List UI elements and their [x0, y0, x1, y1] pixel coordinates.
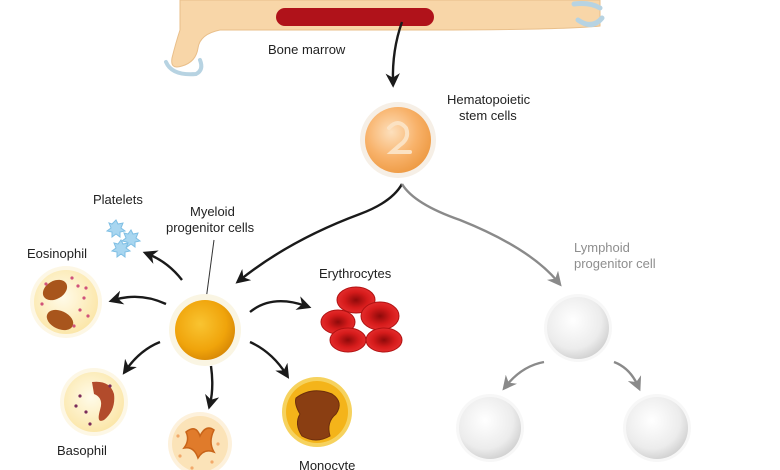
arrow-to-platelets: [142, 250, 183, 281]
hsc-label-line1: Hematopoietic: [447, 92, 531, 107]
bone-marrow-region: [276, 8, 434, 26]
neutrophil-cell: [168, 412, 232, 470]
hsc-label-line2: stem cells: [459, 108, 517, 123]
lymphoid-label-line1: Lymphoid: [574, 240, 630, 255]
myeloid-label-line2: progenitor cells: [166, 220, 255, 235]
erythrocytes-cells: [320, 286, 403, 353]
platelets-cells: [105, 219, 142, 258]
platelets-label: Platelets: [93, 192, 143, 207]
myeloid-progenitor-cell: [169, 294, 241, 366]
lymphoid-label-line2: progenitor cell: [574, 256, 656, 271]
basophil-cell: [60, 368, 128, 436]
bone-illustration: [164, 0, 605, 77]
monocyte-cell: [282, 377, 352, 447]
arrow-to-lymphoid-right: [613, 360, 642, 392]
arrow-to-basophil: [122, 340, 161, 375]
bone-marrow-label: Bone marrow: [268, 42, 346, 57]
arrow-to-eosinophil: [108, 290, 167, 306]
monocyte-label: Monocyte: [299, 458, 355, 470]
hematopoietic-stem-cell: [360, 102, 436, 178]
erythrocytes-label: Erythrocytes: [319, 266, 392, 281]
arrow-stem-to-myeloid: [235, 183, 404, 284]
lymphoid-progenitor-cell: [544, 294, 612, 362]
eosinophil-cell: [30, 266, 102, 338]
arrow-stem-to-lymphoid: [400, 183, 562, 287]
myeloid-pointer-line: [205, 239, 215, 301]
arrow-to-lymphoid-left: [502, 360, 545, 391]
lymphoid-daughter-cell-right: [623, 394, 691, 462]
myeloid-label-line1: Myeloid: [190, 204, 235, 219]
eosinophil-label: Eosinophil: [27, 246, 87, 261]
arrow-to-neutrophil: [205, 365, 220, 410]
arrow-marrow-to-stem: [385, 21, 404, 88]
lymphoid-daughter-cell-left: [456, 394, 524, 462]
arrow-to-erythrocytes: [249, 296, 312, 313]
arrow-to-monocyte: [249, 340, 290, 379]
basophil-label: Basophil: [57, 443, 107, 458]
